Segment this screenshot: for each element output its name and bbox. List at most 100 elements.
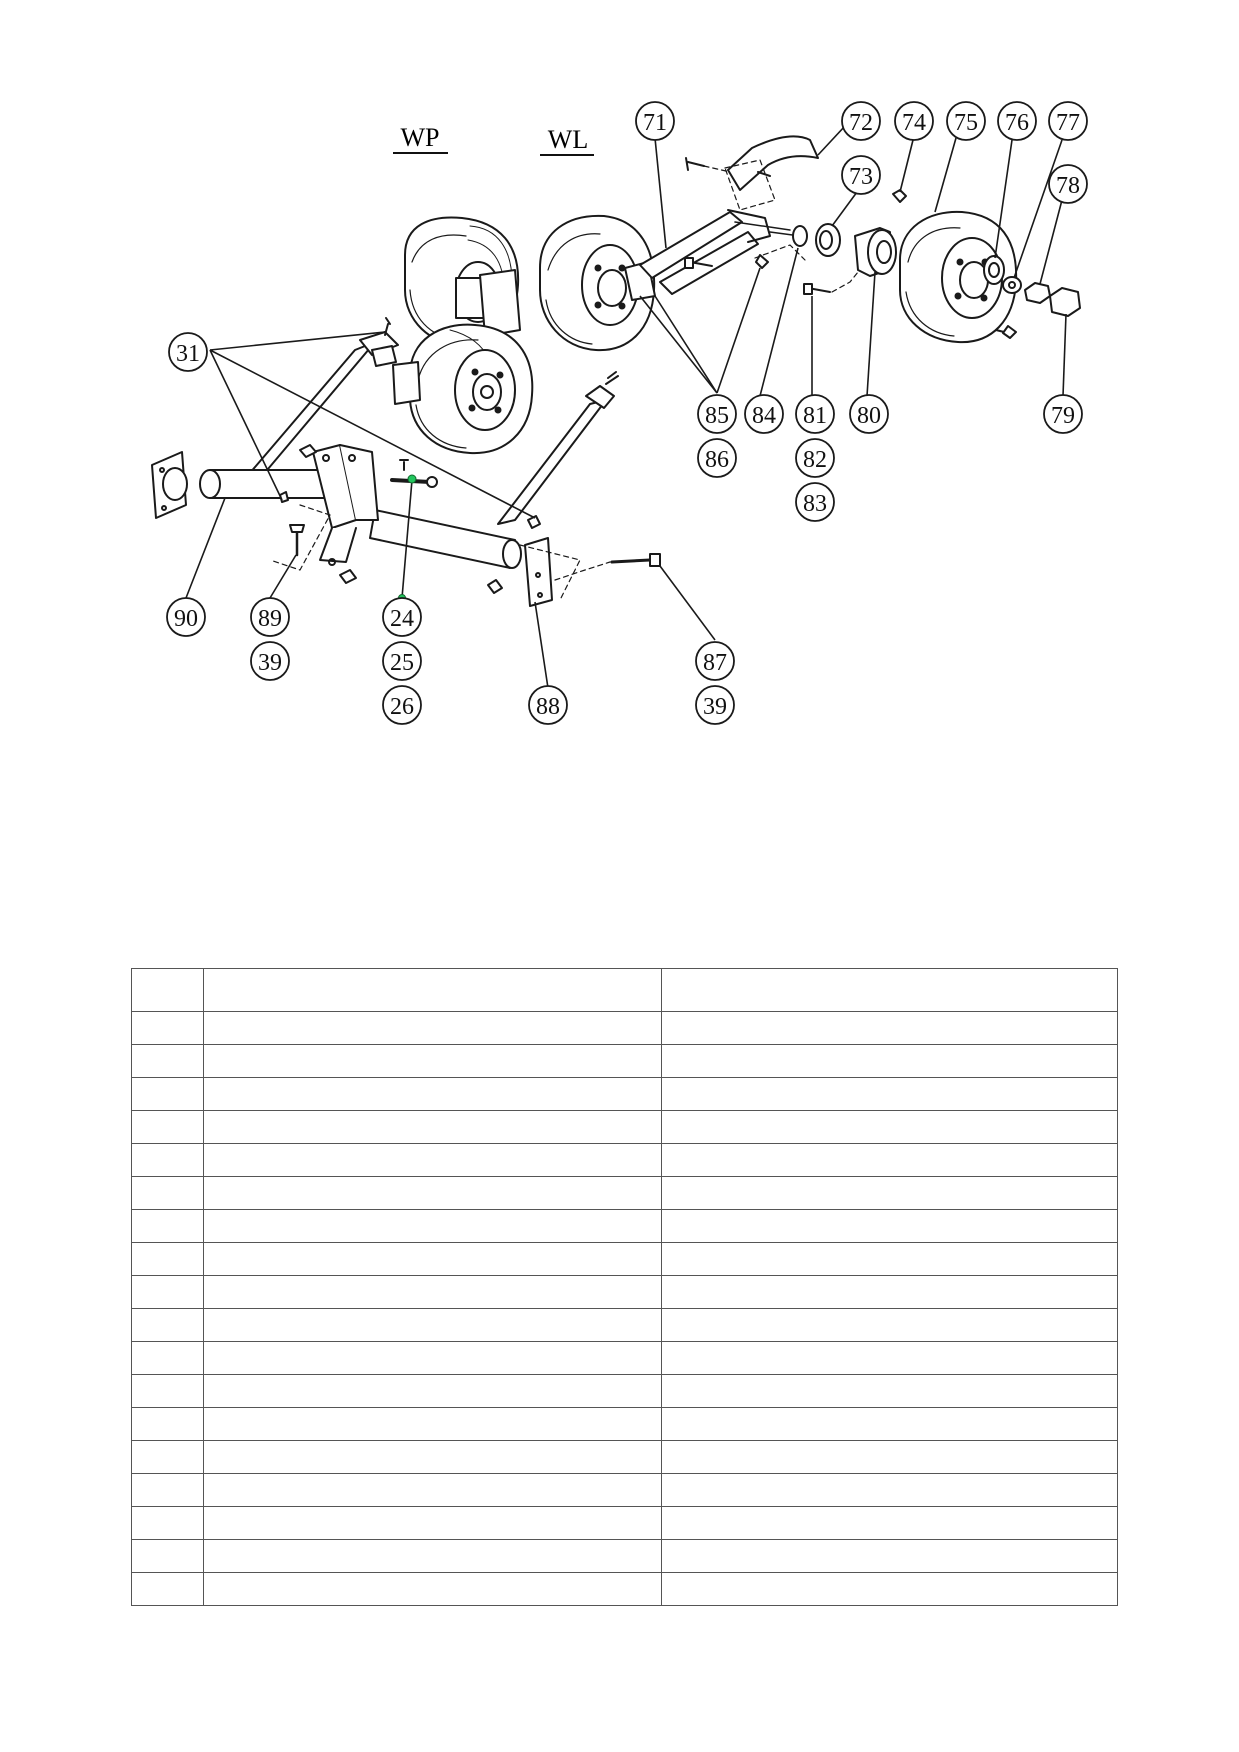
table-cell — [661, 1572, 1118, 1606]
table-row — [131, 1209, 1118, 1243]
table-cell — [203, 1242, 662, 1276]
callout-78: 78 — [1056, 173, 1080, 199]
table-cell — [203, 1407, 662, 1441]
callout-80: 80 — [857, 403, 881, 429]
table-cell — [131, 1176, 204, 1210]
callout-85: 85 — [705, 403, 729, 429]
table-cell — [203, 1110, 662, 1144]
table-cell — [131, 1044, 204, 1078]
callout-81: 81 — [803, 403, 827, 429]
wp-rear-wheel — [404, 216, 521, 346]
table-cell — [131, 1407, 204, 1441]
table-cell — [203, 1275, 662, 1309]
table-cell — [203, 1011, 662, 1045]
table-cell — [131, 1011, 204, 1045]
wl-wheel — [539, 214, 656, 352]
callout-31: 31 — [176, 341, 200, 367]
callout-26: 26 — [390, 694, 414, 720]
table-row — [131, 1077, 1118, 1111]
table-cell — [661, 1440, 1118, 1474]
callout-77: 77 — [1056, 110, 1080, 136]
table-row — [131, 1506, 1118, 1540]
table-cell — [131, 1440, 204, 1474]
highlight-marker-top — [407, 474, 417, 484]
table-cell — [131, 1539, 204, 1573]
table-cell — [661, 1176, 1118, 1210]
table-cell — [131, 1209, 204, 1243]
wl-outer-wheel — [899, 210, 1018, 344]
callout-83: 83 — [803, 491, 827, 517]
table-cell — [661, 1044, 1118, 1078]
table-cell — [661, 1209, 1118, 1243]
table-row — [131, 1110, 1118, 1144]
table-row — [131, 1374, 1118, 1408]
table-row — [131, 1143, 1118, 1177]
table-cell — [131, 1077, 204, 1111]
table-row — [131, 1011, 1118, 1045]
table-cell — [131, 1341, 204, 1375]
callout-79: 79 — [1051, 403, 1075, 429]
drawing — [151, 135, 1081, 607]
callout-74: 74 — [902, 110, 926, 136]
callout-72: 72 — [849, 110, 873, 136]
wp-front-wheel — [392, 323, 534, 455]
callout-25: 25 — [390, 650, 414, 676]
table-cell — [203, 1374, 662, 1408]
table-cell — [203, 1209, 662, 1243]
group-label-wp: WP — [401, 123, 440, 152]
callout-87: 87 — [703, 650, 727, 676]
table-cell — [203, 1440, 662, 1474]
callout-88: 88 — [536, 694, 560, 720]
table-cell — [203, 1473, 662, 1507]
table-cell — [661, 1506, 1118, 1540]
callout-39-left: 39 — [258, 650, 282, 676]
table-row — [131, 1242, 1118, 1276]
table-row — [131, 1308, 1118, 1342]
table-cell — [661, 1473, 1118, 1507]
table-cell — [131, 1275, 204, 1309]
table-cell — [131, 968, 204, 1012]
callout-numbers: 31 71 72 73 74 75 76 77 78 85 86 84 81 8… — [174, 110, 1080, 720]
table-row — [131, 1473, 1118, 1507]
table-cell — [131, 1110, 204, 1144]
table-cell — [203, 1341, 662, 1375]
table-row — [131, 1341, 1118, 1375]
table-cell — [203, 1506, 662, 1540]
table-cell — [203, 1308, 662, 1342]
table-cell — [661, 1407, 1118, 1441]
table-cell — [661, 1077, 1118, 1111]
callout-82: 82 — [803, 447, 827, 473]
callout-86: 86 — [705, 447, 729, 473]
table-cell — [131, 1473, 204, 1507]
callout-39-right: 39 — [703, 694, 727, 720]
table-cell — [661, 1539, 1118, 1573]
callout-90: 90 — [174, 606, 198, 632]
table-cell — [203, 1143, 662, 1177]
table-cell — [131, 1308, 204, 1342]
table-cell — [661, 1275, 1118, 1309]
callout-76: 76 — [1005, 110, 1029, 136]
callout-84: 84 — [752, 403, 776, 429]
callout-73: 73 — [849, 164, 873, 190]
group-label-wl: WL — [548, 125, 588, 154]
table-cell — [661, 1143, 1118, 1177]
table-cell — [203, 1539, 662, 1573]
leader-lines — [185, 125, 1067, 689]
table-row — [131, 1572, 1118, 1606]
exploded-parts-diagram: WP WL — [151, 101, 1088, 725]
table-row — [131, 1440, 1118, 1474]
callout-71: 71 — [643, 110, 667, 136]
table-row — [131, 1044, 1118, 1078]
table-cell — [203, 1077, 662, 1111]
table-cell — [203, 1572, 662, 1606]
table-row — [131, 1539, 1118, 1573]
table-cell — [131, 1572, 204, 1606]
callouts — [166, 101, 1088, 725]
table-cell — [661, 1374, 1118, 1408]
table-cell — [661, 968, 1118, 1012]
table-cell — [131, 1506, 204, 1540]
table-cell — [661, 1341, 1118, 1375]
table-row — [131, 1176, 1118, 1210]
table-row — [131, 1275, 1118, 1309]
callout-89: 89 — [258, 606, 282, 632]
